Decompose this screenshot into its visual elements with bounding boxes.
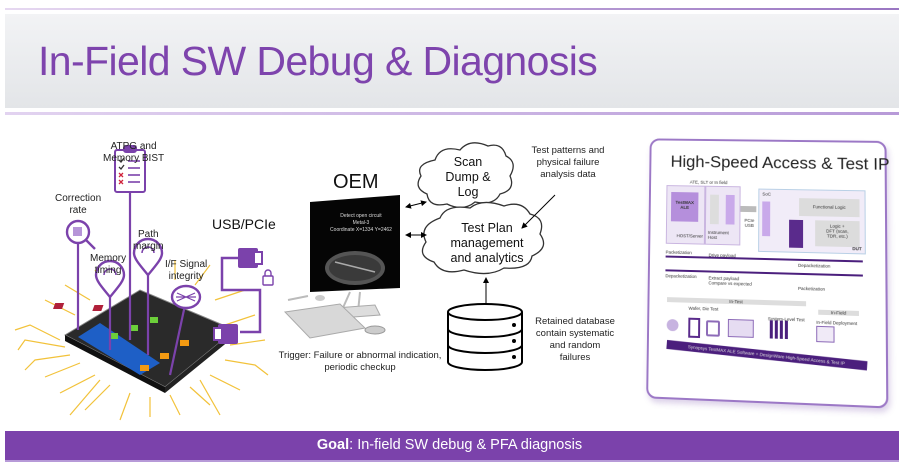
bidirectional-arrow bbox=[740, 206, 756, 212]
host-label: HOST/Server bbox=[677, 233, 703, 239]
wafer-icon bbox=[667, 319, 679, 331]
soc-label: SoC bbox=[762, 192, 771, 197]
label-path-margin-text: Path margin bbox=[133, 229, 164, 252]
panel-footer-bar: Synopsys TestMAX ALE Software + DesignWa… bbox=[666, 340, 867, 371]
in-field-band: In-Field bbox=[818, 310, 859, 316]
die-icon bbox=[706, 320, 720, 337]
signal-integrity-icon bbox=[172, 286, 200, 308]
logic-dft-block: Logic + DFT (scan, TDR, etc.) bbox=[815, 220, 860, 247]
flow-packetization: Packetization bbox=[666, 250, 692, 256]
flow-depacketization-2: Depacketization bbox=[665, 273, 696, 279]
test-plan-label: Test Plan management and analytics bbox=[444, 221, 530, 266]
instrument-host-label: Instrument Host bbox=[708, 230, 729, 240]
goal-text: : In-field SW debug & PFA diagnosis bbox=[349, 437, 582, 453]
flow-drive-payload: Drive payload bbox=[709, 253, 736, 259]
label-signal-integrity-text: I/F Signal integrity bbox=[165, 259, 207, 282]
label-atpg-text: ATPG and Memory BIST bbox=[103, 141, 164, 164]
label-memory-timing-text: Memory timing bbox=[90, 253, 126, 276]
flow-arrow-top bbox=[666, 256, 863, 263]
pcie-usb-label: PCIe USB bbox=[744, 218, 754, 228]
functional-logic-block: Functional Logic bbox=[799, 198, 859, 217]
soc-box: SoC Functional Logic Logic + DFT (scan, … bbox=[758, 189, 866, 255]
rack-icon bbox=[770, 320, 788, 339]
mouse bbox=[365, 326, 385, 334]
board-icon bbox=[728, 319, 754, 338]
scan-dump-log-label: Scan Dump & Log bbox=[443, 155, 493, 200]
usb-pcie-block bbox=[726, 195, 735, 225]
test-patterns-note: Test patterns and physical failure analy… bbox=[518, 145, 618, 181]
testmax-block: TestMAX ALE bbox=[671, 192, 699, 222]
readout-line-1: Detect open circuit bbox=[316, 213, 406, 220]
label-memory-timing: Memory timing bbox=[90, 253, 126, 277]
header-bottom-rule bbox=[5, 112, 899, 115]
usb-cable-icon bbox=[210, 240, 280, 350]
goal-statement: Goal: In-field SW debug & PFA diagnosis bbox=[0, 437, 899, 453]
lock-icon bbox=[263, 270, 273, 285]
monitor-readout: Detect open circuit Metal-3 Coordinate X… bbox=[316, 213, 406, 234]
ate-label: ATE, SLT or In field bbox=[690, 180, 728, 185]
dut-label: DUT bbox=[852, 246, 861, 251]
goal-prefix: Goal bbox=[317, 437, 349, 453]
trigger-note: Trigger: Failure or abnormal indication,… bbox=[270, 350, 450, 374]
flow-extract-payload: Extract payload Compare vs expected bbox=[708, 275, 751, 286]
probe-icon bbox=[688, 318, 700, 338]
label-signal-integrity: I/F Signal integrity bbox=[165, 259, 207, 283]
deployment-icon bbox=[816, 326, 834, 343]
high-speed-access-panel: High-Speed Access & Test IP ATE, SLT or … bbox=[646, 138, 888, 408]
database-icon bbox=[445, 300, 525, 375]
label-path-margin: Path margin bbox=[133, 229, 164, 253]
hsat-ip-block bbox=[789, 220, 803, 248]
flow-depacketization: Depacketization bbox=[798, 263, 830, 269]
header-top-rule bbox=[5, 8, 899, 10]
database-note: Retained database contain systematic and… bbox=[530, 316, 620, 364]
usb-pcie-label: USB/PCIe bbox=[212, 218, 276, 230]
magnifier-icon bbox=[67, 221, 95, 249]
wafer-die-label: Wafer, Die Test bbox=[688, 306, 718, 312]
readout-line-3: Coordinate X=1334 Y=2462 bbox=[316, 227, 406, 234]
readout-line-2: Metal-3 bbox=[316, 220, 406, 227]
usb-driver-block bbox=[710, 195, 719, 225]
host-box: TestMAX ALE HOST/Server bbox=[666, 185, 706, 245]
label-correction-rate-text: Correction rate bbox=[55, 193, 101, 216]
label-atpg: ATPG and Memory BIST bbox=[103, 141, 164, 165]
page-title: In-Field SW Debug & Diagnosis bbox=[38, 38, 597, 85]
panel-title: High-Speed Access & Test IP bbox=[671, 152, 890, 175]
soc-usb-block bbox=[762, 201, 770, 236]
flow-packetization-2: Packetization bbox=[798, 286, 825, 292]
instrument-host-box: Instrument Host bbox=[705, 186, 741, 246]
label-correction-rate: Correction rate bbox=[55, 193, 101, 217]
